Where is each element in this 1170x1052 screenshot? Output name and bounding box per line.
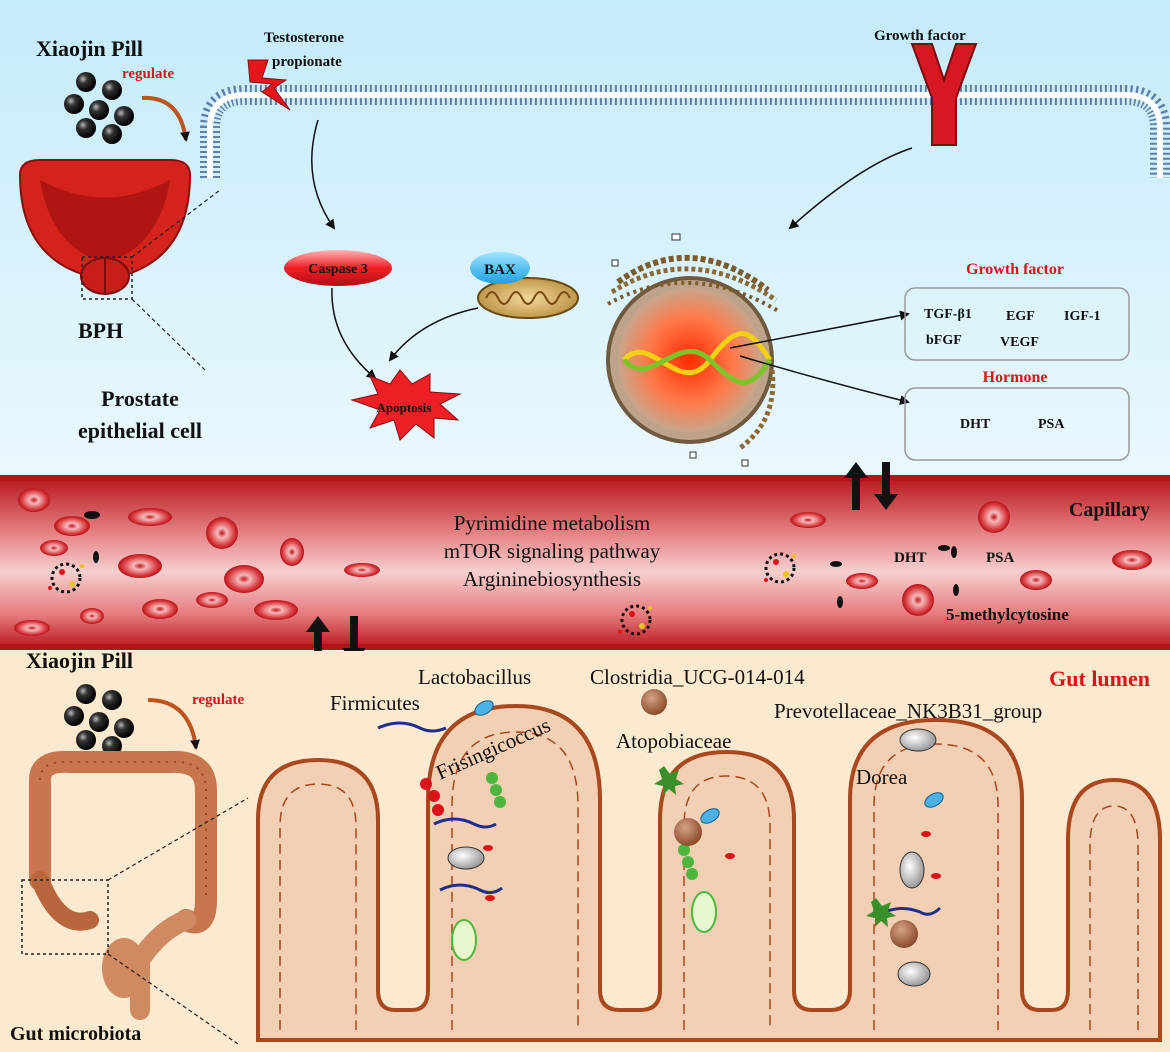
testosterone-label: propionate (272, 54, 342, 70)
gut-lumen-title: Gut lumen (1049, 666, 1150, 691)
cell-membrane (200, 85, 1170, 178)
caspase-3-node (284, 250, 392, 286)
red-blood-cell (978, 501, 1010, 533)
growth-factor-title: Growth factor (966, 261, 1064, 278)
hormone-title: Hormone (983, 369, 1048, 386)
gut-zoom-box (21, 879, 109, 955)
apoptosis-label: Apoptosis (377, 400, 432, 415)
red-blood-cell (902, 584, 934, 616)
red-blood-cell (196, 592, 228, 608)
red-blood-cell (206, 517, 238, 549)
pathway-label: mTOR signaling pathway (444, 539, 661, 563)
prostate-organ-icon (18, 159, 192, 295)
zoom-box (81, 256, 133, 300)
caspase-3-label: Caspase 3 (308, 262, 368, 277)
gut-regulate-arrow-icon (147, 698, 200, 750)
bacteria-icons (377, 689, 944, 987)
red-blood-cell (40, 540, 68, 556)
metabolite-dots (84, 511, 959, 608)
taxon-atopobiaceae: Atopobiaceae (616, 729, 731, 753)
red-blood-cell (790, 512, 826, 528)
prostate-cell-panel (0, 0, 1170, 478)
hormone-item: DHT (960, 417, 991, 432)
gut-zoom-line (107, 953, 239, 1045)
psa-label: PSA (986, 550, 1015, 566)
prostate-label: Prostate (101, 386, 179, 411)
xiaojin-pill-label: Xiaojin Pill (36, 36, 143, 61)
signal-arrow (331, 287, 377, 380)
gut-xiaojin-pill-label: Xiaojin Pill (26, 648, 133, 673)
zoom-line (131, 298, 206, 371)
signal-arrow (388, 307, 479, 362)
gut-zoom-line (107, 797, 249, 881)
taxon-dorea: Dorea (856, 765, 908, 789)
lightning-bolt-icon (247, 59, 291, 111)
gut-regulate-label: regulate (192, 692, 245, 708)
regulate-arrow-icon (141, 95, 190, 142)
intestine-organ-icon (29, 750, 217, 1020)
gf-item: TGF-β1 (924, 307, 972, 322)
bph-label: BPH (78, 318, 123, 343)
regulate-label: regulate (122, 66, 175, 82)
molecule-cluster-icon (48, 552, 796, 636)
gf-item: EGF (1006, 309, 1035, 324)
signal-arrow (729, 310, 910, 349)
prostate-label: epithelial cell (78, 418, 202, 443)
gf-item: VEGF (1000, 335, 1039, 350)
red-blood-cell (18, 488, 50, 512)
red-blood-cell (128, 508, 172, 526)
growth-factor-box (904, 287, 1130, 361)
bax-label: BAX (484, 262, 516, 278)
taxon-lactobacillus: Lactobacillus (418, 665, 531, 689)
red-blood-cell (118, 554, 162, 578)
mitochondrion-cristae (485, 291, 571, 305)
apoptosis-burst (350, 369, 462, 441)
taxon-firmicutes: Firmicutes (330, 691, 420, 715)
red-blood-cell (344, 563, 380, 577)
hormone-box (904, 387, 1130, 461)
red-blood-cell (846, 573, 878, 589)
pathway-label: Pyrimidine metabolism (454, 511, 651, 535)
red-blood-cell (54, 516, 90, 536)
signal-arrow (739, 355, 910, 405)
exchange-arrows-top (844, 462, 898, 510)
red-blood-cell (14, 620, 50, 636)
capillary-band (0, 478, 1170, 648)
5-methylcytosine-label: 5-methylcytosine (946, 605, 1069, 624)
red-blood-cells (14, 488, 1152, 636)
mitochondrion-icon (477, 277, 579, 319)
intestinal-villi (256, 703, 1162, 1042)
dht-label: DHT (894, 550, 927, 566)
bax-node (470, 252, 530, 284)
signal-arrow (311, 119, 336, 230)
red-blood-cell (80, 608, 104, 624)
cell-nucleus-icon (606, 233, 782, 467)
hormone-item: PSA (1038, 417, 1065, 432)
capillary-title: Capillary (1069, 499, 1150, 521)
red-blood-cell (224, 565, 264, 593)
testosterone-label: Testosterone (264, 30, 344, 46)
zoom-line (131, 189, 221, 258)
gut-microbiota-label: Gut microbiota (10, 1023, 141, 1045)
xiaojin-pill-icon (64, 72, 134, 144)
gf-item: IGF-1 (1064, 309, 1101, 324)
taxon-clostridia: Clostridia_UCG-014-014 (590, 665, 805, 689)
red-blood-cell (1112, 550, 1152, 570)
signal-arrow (788, 147, 913, 230)
taxon-prevotellaceae: Prevotellaceae_NK3B31_group (774, 699, 1042, 723)
red-blood-cell (142, 599, 178, 619)
red-blood-cell (280, 538, 304, 566)
pathway-label: Argininebiosynthesis (463, 567, 641, 591)
growth-factor-receptor-icon (910, 43, 978, 146)
red-blood-cell (254, 600, 298, 620)
gf-item: bFGF (926, 333, 962, 348)
growth-factor-receptor-label: Growth factor (874, 28, 966, 44)
red-blood-cell (1020, 570, 1052, 590)
